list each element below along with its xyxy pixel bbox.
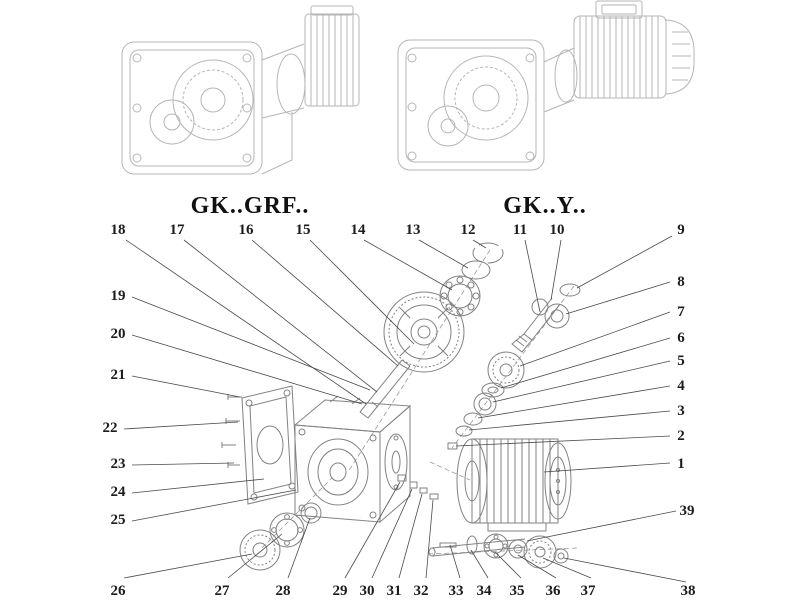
part-flange-plate [241, 385, 299, 505]
callout-11: 11 [513, 222, 527, 238]
model-title-grf: GK..GRF.. [191, 193, 310, 219]
part-flange-screws [221, 394, 242, 468]
model-title-y: GK..Y.. [503, 193, 586, 219]
callout-5: 5 [677, 353, 685, 369]
callout-2: 2 [677, 428, 685, 444]
part-input-shaft [359, 359, 411, 419]
gearbox-y-drawing [397, 0, 695, 171]
callouts: 18 17 16 15 14 13 12 11 10 9 8 7 6 5 4 3… [103, 222, 696, 599]
callout-32: 32 [414, 583, 429, 599]
callout-6: 6 [677, 330, 685, 346]
callout-36: 36 [546, 583, 562, 599]
part-output-gearset-left [239, 502, 322, 571]
part-intermediate-gear [447, 351, 525, 450]
part-input-bearing [439, 275, 481, 317]
part-pinion-shaft [511, 283, 581, 353]
callout-37: 37 [581, 583, 597, 599]
callout-38: 38 [681, 583, 696, 599]
callout-15: 15 [296, 222, 311, 238]
callout-27: 27 [215, 583, 231, 599]
callout-31: 31 [387, 583, 402, 599]
callout-19: 19 [111, 288, 126, 304]
callout-21: 21 [111, 367, 126, 383]
part-main-housing [293, 395, 412, 524]
callout-9: 9 [677, 222, 685, 238]
callout-25: 25 [111, 512, 126, 528]
callout-4: 4 [677, 378, 685, 394]
callout-30: 30 [360, 583, 375, 599]
callout-17: 17 [170, 222, 186, 238]
callout-10: 10 [550, 222, 565, 238]
gearbox-grf-drawing [121, 5, 360, 175]
callout-35: 35 [510, 583, 525, 599]
callout-3: 3 [677, 403, 685, 419]
callout-34: 34 [477, 583, 493, 599]
callout-16: 16 [239, 222, 255, 238]
part-small-fasteners [397, 474, 439, 500]
callout-13: 13 [406, 222, 421, 238]
part-output-shaft-assembly [428, 533, 569, 569]
callout-39: 39 [680, 503, 695, 519]
callout-29: 29 [333, 583, 348, 599]
callout-23: 23 [111, 456, 126, 472]
callout-7: 7 [677, 304, 685, 320]
leader-lines [123, 235, 687, 583]
callout-26: 26 [111, 583, 127, 599]
callout-33: 33 [449, 583, 464, 599]
part-motor [456, 438, 572, 532]
callout-18: 18 [111, 222, 126, 238]
callout-8: 8 [677, 274, 685, 290]
callout-22: 22 [103, 420, 118, 436]
part-input-rings [461, 242, 504, 280]
callout-12: 12 [461, 222, 476, 238]
callout-14: 14 [351, 222, 367, 238]
callout-24: 24 [111, 484, 127, 500]
assembly-axes [261, 249, 579, 555]
part-big-gear [383, 291, 465, 373]
callout-20: 20 [111, 326, 126, 342]
callout-28: 28 [276, 583, 291, 599]
callout-1: 1 [677, 456, 685, 472]
